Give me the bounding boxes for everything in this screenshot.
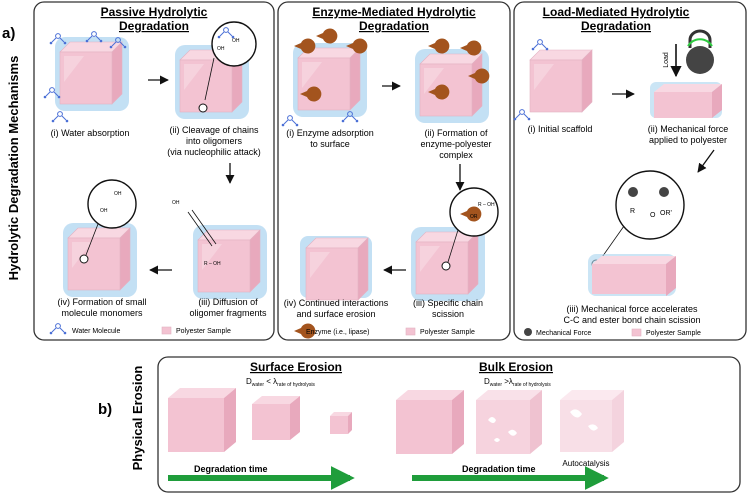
kettlebell-icon (686, 29, 714, 74)
chem-roh-2: R – OH (478, 202, 495, 208)
load-cube-3 (588, 254, 676, 296)
passive-step-2-3: (via nucleophilic attack) (167, 147, 261, 157)
load-step-2-1: (ii) Mechanical force (648, 124, 729, 134)
passive-step-1: (i) Water absorption (51, 128, 130, 138)
enzyme-step-2-3: complex (439, 150, 473, 160)
enzyme-step-2-1: (ii) Formation of (424, 128, 488, 138)
chem-oh-4: OH (114, 191, 122, 197)
passive-cube-1 (55, 37, 129, 111)
bulk-cube-3 (560, 390, 624, 452)
load-step-1: (i) Initial scaffold (528, 124, 593, 134)
legend-polyester-enzyme: Polyester Sample (405, 327, 475, 336)
panel-passive (33, 1, 275, 341)
legend-water-label: Water Molecule (72, 328, 120, 335)
surface-cube-small (330, 412, 352, 434)
enzyme-step-2-2: enzyme-polyester (420, 139, 491, 149)
chem-oh-3: OH (172, 200, 180, 206)
chem-orprime: OR' (660, 210, 672, 217)
enzyme-cube-2 (415, 49, 489, 123)
legend-water: Water Molecule (49, 323, 120, 335)
passive-step-2-2: into oligomers (186, 136, 243, 146)
enzyme-step-3-2: scission (432, 309, 464, 319)
passive-title-2: Degradation (119, 19, 189, 33)
load-title-1: Load-Mediated Hydrolytic (543, 5, 690, 19)
enzyme-title-1: Enzyme-Mediated Hydrolytic (312, 5, 476, 19)
bulk-cube-1 (396, 390, 464, 454)
legend-polyester-label: Polyester Sample (176, 328, 231, 335)
passive-step-3-1: (iii) Diffusion of (198, 297, 258, 307)
passive-step-3-2: oligomer fragments (189, 308, 267, 318)
chem-oh-2: OH (217, 46, 225, 52)
side-label-physical: Physical Erosion (130, 366, 145, 471)
load-step-3-2: C-C and ester bond chain scission (563, 315, 700, 325)
load-cube-1 (529, 49, 593, 113)
surface-cube-large (168, 388, 236, 452)
enzyme-cube-4 (300, 236, 372, 301)
chem-oh: OH (232, 38, 240, 44)
magnifier-icon (615, 170, 685, 240)
surface-cube-medium (252, 396, 300, 440)
load-label: Load (663, 52, 670, 68)
chem-oh-5: OH (100, 208, 108, 214)
load-step-3-1: (iii) Mechanical force accelerates (566, 304, 698, 314)
legend-polyester-passive: Polyester Sample (161, 326, 231, 335)
bulk-condition: Dwater >λrate of hydrolysis (484, 377, 551, 388)
magnifier-icon (211, 21, 257, 67)
surface-erosion-title: Surface Erosion (250, 360, 342, 374)
chem-r: R (630, 208, 635, 215)
chem-roh: R – OH (204, 261, 221, 267)
enzyme-step-1-1: (i) Enzyme adsorption (286, 128, 374, 138)
enzyme-step-1-2: to surface (310, 139, 350, 149)
panel-label-b: b) (98, 401, 112, 418)
legend-force-label: Mechanical Force (536, 330, 591, 337)
degradation-time-label-2: Degradation time (462, 464, 536, 474)
kettlebell-icon (628, 187, 669, 197)
legend-enzyme: Enzyme (i.e., lipase) (294, 323, 369, 339)
panel-load (513, 1, 747, 341)
legend-polyester-label-3: Polyester Sample (646, 330, 701, 337)
chem-or: OR (470, 214, 478, 220)
panel-label-a: a) (2, 25, 15, 42)
legend-polyester-load: Polyester Sample (631, 328, 701, 337)
autocatalysis-label: Autocatalysis (562, 459, 609, 468)
panel-enzyme (277, 1, 511, 341)
passive-title-1: Passive Hydrolytic (101, 5, 208, 19)
surface-condition: Dwater < λrate of hydrolysis (246, 377, 315, 388)
passive-step-2-1: (ii) Cleavage of chains (169, 125, 259, 135)
bulk-cube-2 (476, 390, 542, 454)
legend-polyester-label-2: Polyester Sample (420, 329, 475, 336)
chem-o: O (650, 212, 656, 219)
degradation-time-label-1: Degradation time (194, 464, 268, 474)
load-step-2-2: applied to polyester (649, 135, 727, 145)
legend-enzyme-label: Enzyme (i.e., lipase) (306, 329, 369, 336)
arrow-icon (697, 149, 715, 173)
enzyme-title-2: Degradation (359, 19, 429, 33)
load-cube-2 (650, 82, 722, 118)
magnifier-icon (87, 179, 137, 229)
bulk-erosion-title: Bulk Erosion (479, 360, 553, 374)
legend-force: Mechanical Force (524, 328, 591, 337)
load-title-2: Degradation (581, 19, 651, 33)
enzyme-step-4-2: and surface erosion (296, 309, 375, 319)
passive-cube-4 (63, 223, 137, 297)
passive-step-4-2: molecule monomers (61, 308, 143, 318)
side-label-hydrolytic: Hydrolytic Degradation Mechanisms (6, 56, 21, 281)
enzyme-step-4-1: (iv) Continued interactions (284, 298, 389, 308)
enzyme-step-3-1: (iii) Specific chain (413, 298, 483, 308)
passive-step-4-1: (iv) Formation of small (57, 297, 146, 307)
panel-erosion (157, 356, 741, 493)
enzyme-cube-1 (293, 43, 367, 117)
